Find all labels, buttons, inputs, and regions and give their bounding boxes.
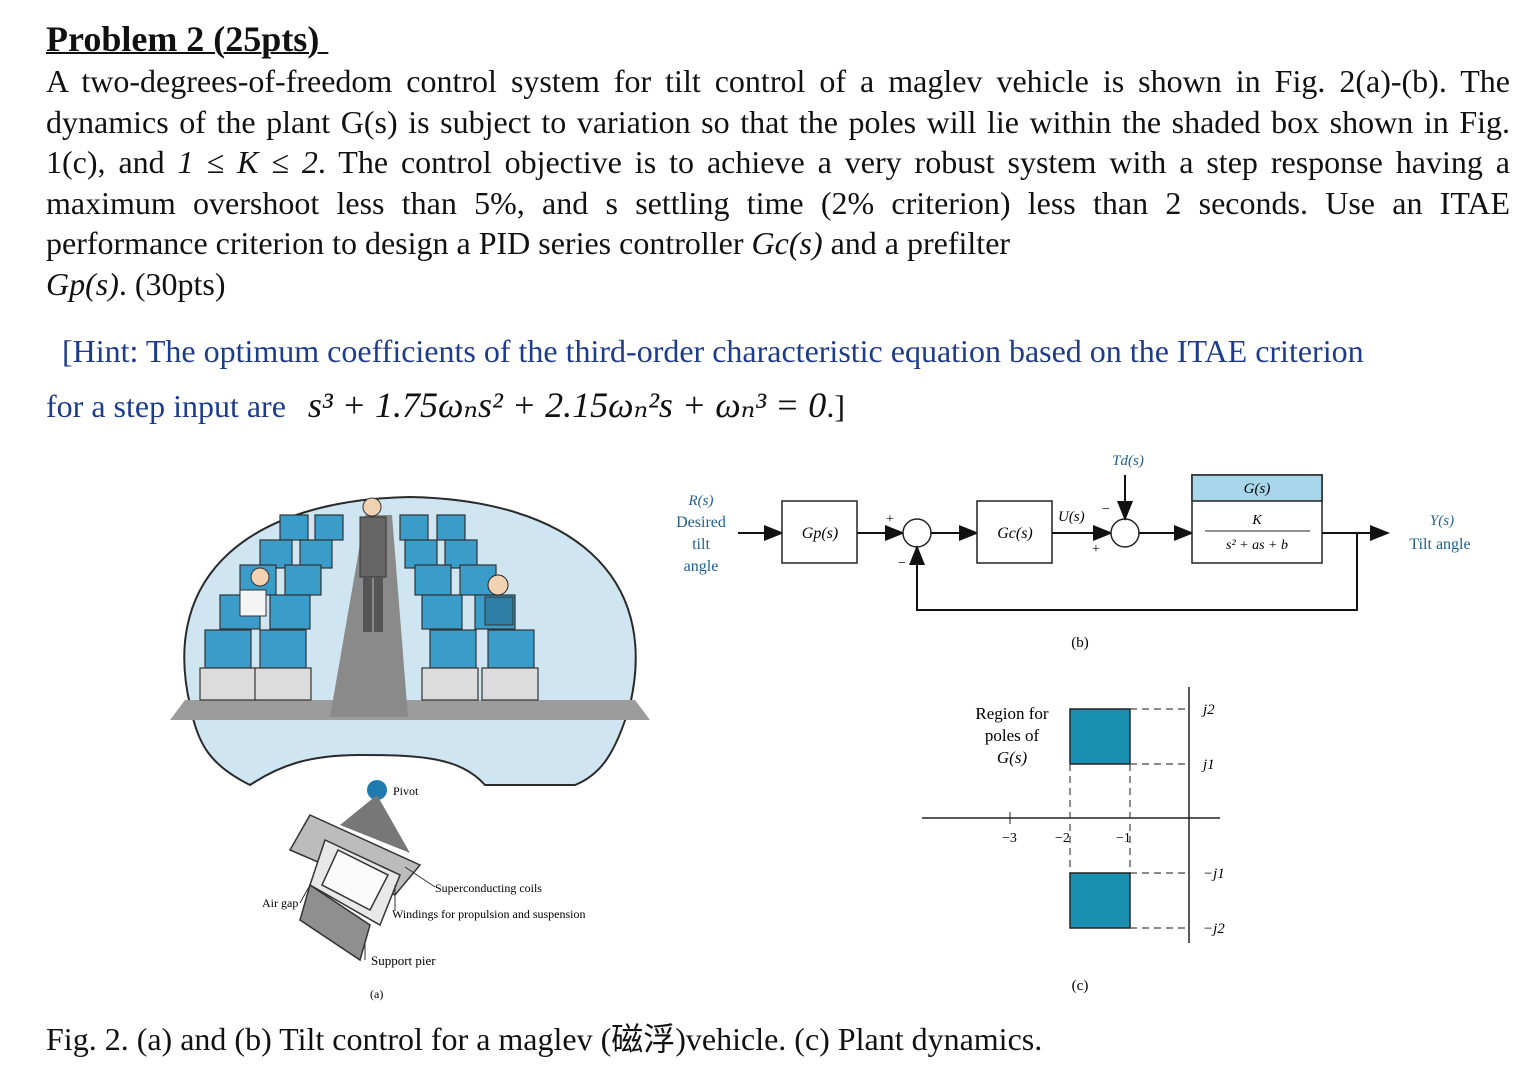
points-note: . (30pts) — [118, 265, 226, 302]
summing-junction-2 — [1110, 518, 1140, 548]
standing-passenger — [359, 497, 387, 632]
prefilter-label: Gp(s) — [802, 525, 838, 542]
dashed-guides — [1069, 708, 1189, 929]
figure-a-vehicle: Pivot Superconducting coils Air gap Wind… — [170, 495, 650, 1001]
disturbance-label: Td(s) — [1112, 453, 1144, 469]
problem-statement: A two-degrees-of-freedom control system … — [46, 61, 1510, 305]
hint-line-1: [Hint: The optimum coefficients of the t… — [62, 333, 1364, 369]
input-r-label: R(s) — [688, 493, 714, 509]
pivot-wedge — [340, 795, 410, 853]
output-y-label: Y(s) — [1430, 513, 1454, 529]
figure-caption: Fig. 2. (a) and (b) Tilt control for a m… — [46, 1021, 1043, 1057]
seated-passenger-right — [484, 574, 514, 626]
hint-line-2: for a step input are s³ + 1.75ωₙs² + 2.1… — [46, 384, 1516, 426]
figure-a-label: (a) — [370, 987, 383, 1001]
input-desc-1: Desired — [676, 514, 726, 531]
support-pier-label: Support pier — [371, 953, 436, 968]
label-j1: j1 — [1201, 757, 1215, 773]
cabin-floor — [170, 700, 650, 720]
coils-leader — [404, 866, 436, 888]
figure-c-label: (c) — [1072, 978, 1089, 994]
pivot-label: Pivot — [393, 784, 419, 798]
summing-junction-1 — [902, 518, 932, 548]
hint-suffix: .] — [826, 388, 845, 424]
itae-equation: s³ + 1.75ωₙs² + 2.15ωₙ²s + ωₙ³ = 0 — [307, 385, 827, 425]
lower-pole-region — [1069, 872, 1131, 929]
label-neg-j1: −j1 — [1203, 866, 1225, 882]
region-label-3: G(s) — [997, 748, 1028, 767]
seated-passenger-left — [239, 567, 270, 617]
left-seat-bases — [199, 667, 312, 701]
support-bogie — [288, 814, 422, 962]
right-seats — [399, 514, 535, 669]
prefilter-symbol: Gp(s) — [46, 265, 119, 302]
figure-c-pole-region: Region for poles of G(s) −3 −2 −1 j2 j1 … — [922, 687, 1225, 994]
tick-label-neg1: −1 — [1116, 831, 1131, 846]
region-label-1: Region for — [975, 704, 1049, 723]
prefilter-block — [781, 500, 858, 564]
figure-b-label: (b) — [1071, 635, 1089, 651]
superconducting-coils-label: Superconducting coils — [435, 881, 542, 895]
sum1-plus-sign: + — [886, 512, 894, 527]
control-signal-label: U(s) — [1058, 509, 1085, 525]
sum2-minus-sign: − — [1102, 502, 1110, 517]
plant-header — [1191, 474, 1323, 502]
sum2-plus-sign: + — [1092, 542, 1100, 557]
statement-part1: A two-degrees-of-freedom control system … — [46, 63, 1510, 181]
plant-denominator: s² + as + b — [1226, 538, 1288, 553]
windings-label: Windings for propulsion and suspension — [392, 907, 586, 921]
plant-numerator: K — [1251, 513, 1262, 528]
upper-pole-region — [1069, 708, 1131, 765]
label-neg-j2: −j2 — [1203, 921, 1225, 937]
statement-part2: . The control objective is to achieve a … — [46, 144, 1511, 262]
output-desc: Tilt angle — [1409, 536, 1470, 553]
plant-header-label: G(s) — [1244, 481, 1271, 497]
figure-b-block-diagram: R(s) Desired tilt angle Gp(s) + − Gc(s) … — [676, 453, 1470, 651]
input-desc-3: angle — [684, 558, 719, 575]
right-seat-bases — [421, 667, 539, 701]
sum1-minus-sign: − — [898, 556, 906, 571]
problem-title: Problem 2 (25pts) — [46, 19, 329, 59]
statement-part3: and a prefilter — [830, 225, 1011, 262]
tick-label-neg2: −2 — [1055, 831, 1070, 846]
label-j2: j2 — [1201, 702, 1215, 718]
k-range: 1 ≤ K ≤ 2 — [177, 144, 318, 181]
controller-label: Gc(s) — [997, 525, 1033, 542]
air-gap-leader — [299, 884, 311, 904]
pivot-dot — [367, 780, 387, 800]
feedback-path — [909, 533, 1358, 611]
air-gap-label: Air gap — [262, 896, 298, 910]
hint-prefix: for a step input are — [46, 388, 286, 424]
region-label-2: poles of — [985, 726, 1040, 745]
controller-symbol: Gc(s) — [751, 225, 823, 262]
input-desc-2: tilt — [692, 536, 710, 553]
tick-label-neg3: −3 — [1002, 831, 1017, 846]
